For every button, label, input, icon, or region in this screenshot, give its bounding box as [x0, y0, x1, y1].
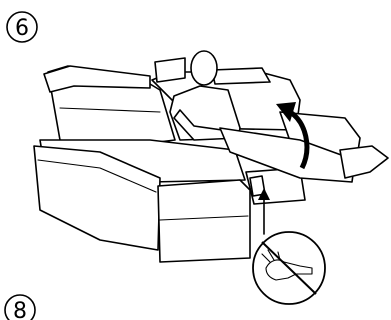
- step-6-badge: 6: [7, 12, 37, 42]
- headrest-middle: [212, 68, 270, 84]
- person-feet: [340, 146, 388, 178]
- step-6-number: 6: [15, 16, 29, 41]
- step-8-number: 8: [13, 299, 27, 320]
- no-hand-icon: [253, 232, 325, 304]
- step-8-badge: 8: [5, 295, 35, 320]
- person-head: [191, 51, 217, 85]
- sofa-base-front: [158, 180, 250, 262]
- headrest-right: [155, 58, 185, 82]
